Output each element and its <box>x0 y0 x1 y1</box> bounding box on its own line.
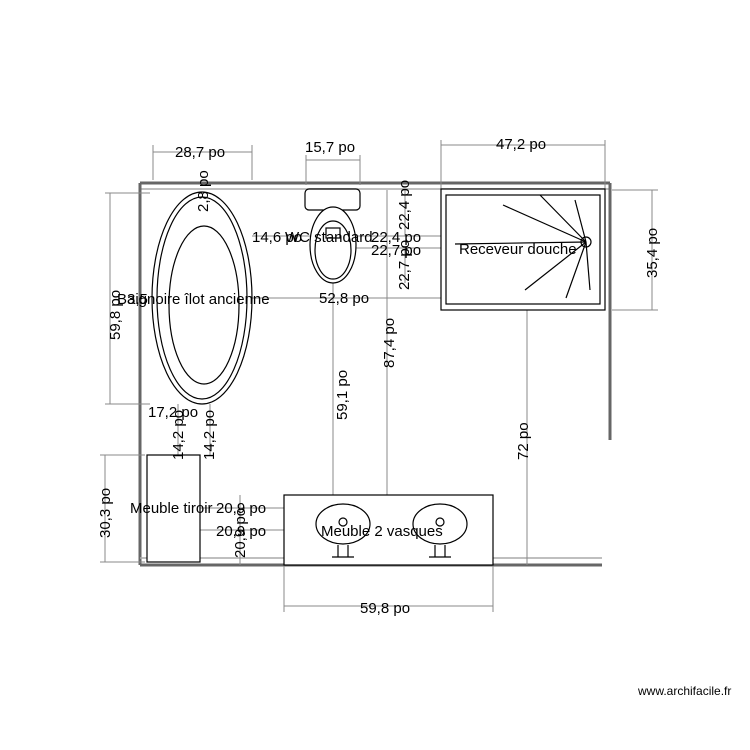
shower-label: Receveur douche <box>459 241 577 258</box>
bathtub[interactable] <box>151 191 253 405</box>
fixture-labels: Baignoire îlot ancienne WC standard Rece… <box>117 229 577 540</box>
dim-tub-to-vanity: 59,1 po <box>334 370 351 420</box>
dim-wc-right-gap-a: 22,4 po <box>371 229 421 246</box>
archifacile-credit: www.archifacile.fr <box>637 684 731 698</box>
shower-tray[interactable] <box>440 188 606 311</box>
dim-shower-depth: 35,4 po <box>644 228 661 278</box>
dim-wc-left-gap: 14,6 po <box>252 229 302 246</box>
dim-vanity-depth: 20,9 po <box>232 508 249 558</box>
dim-tub-to-cabinet: 17,2 po <box>148 404 198 421</box>
wc[interactable] <box>304 188 361 284</box>
double-vanity[interactable] <box>283 494 494 566</box>
dim-wc-width: 15,7 po <box>305 139 355 156</box>
dim-tub-length: 59,8 po <box>107 290 124 340</box>
double-vanity-label: Meuble 2 vasques <box>321 523 443 540</box>
dimension-lines <box>100 140 658 612</box>
dim-tub-left-gap: 3,5 <box>127 291 148 308</box>
bathtub-label: Baignoire îlot ancienne <box>117 291 270 308</box>
dim-tub-to-shower: 52,8 po <box>319 290 369 307</box>
wc-label: WC standard <box>285 229 373 246</box>
drawer-cabinet[interactable] <box>146 454 201 563</box>
dimension-labels: 28,7 po 15,7 po 47,2 po 2,8 po 14,6 po 2… <box>97 136 661 617</box>
dim-vanity-width: 59,8 po <box>360 600 410 617</box>
dim-cabinet-gap-b: 14,2 po <box>201 410 218 460</box>
dim-wc-top-gap: 22,4 po <box>396 180 413 230</box>
dim-wc-right-gap-vertical: 22,7 po <box>396 240 413 290</box>
dim-cabinet-height: 30,3 po <box>97 488 114 538</box>
drawer-cabinet-label: Meuble tiroir <box>130 500 213 517</box>
dim-cabinet-gap-a: 14,2 po <box>170 410 187 460</box>
dim-shower-to-bottom: 72 po <box>515 422 532 460</box>
dim-tub-top-gap: 2,8 po <box>195 170 212 212</box>
dim-tub-width: 28,7 po <box>175 144 225 161</box>
dim-wc-to-vanity: 87,4 po <box>381 318 398 368</box>
dim-shower-width: 47,2 po <box>496 136 546 153</box>
dim-wc-right-gap-b: 22,7 po <box>371 242 421 259</box>
dim-cabinet-to-vanity-a: 20,9 po <box>216 500 266 517</box>
dim-cabinet-to-vanity-b: 20,9 po <box>216 523 266 540</box>
